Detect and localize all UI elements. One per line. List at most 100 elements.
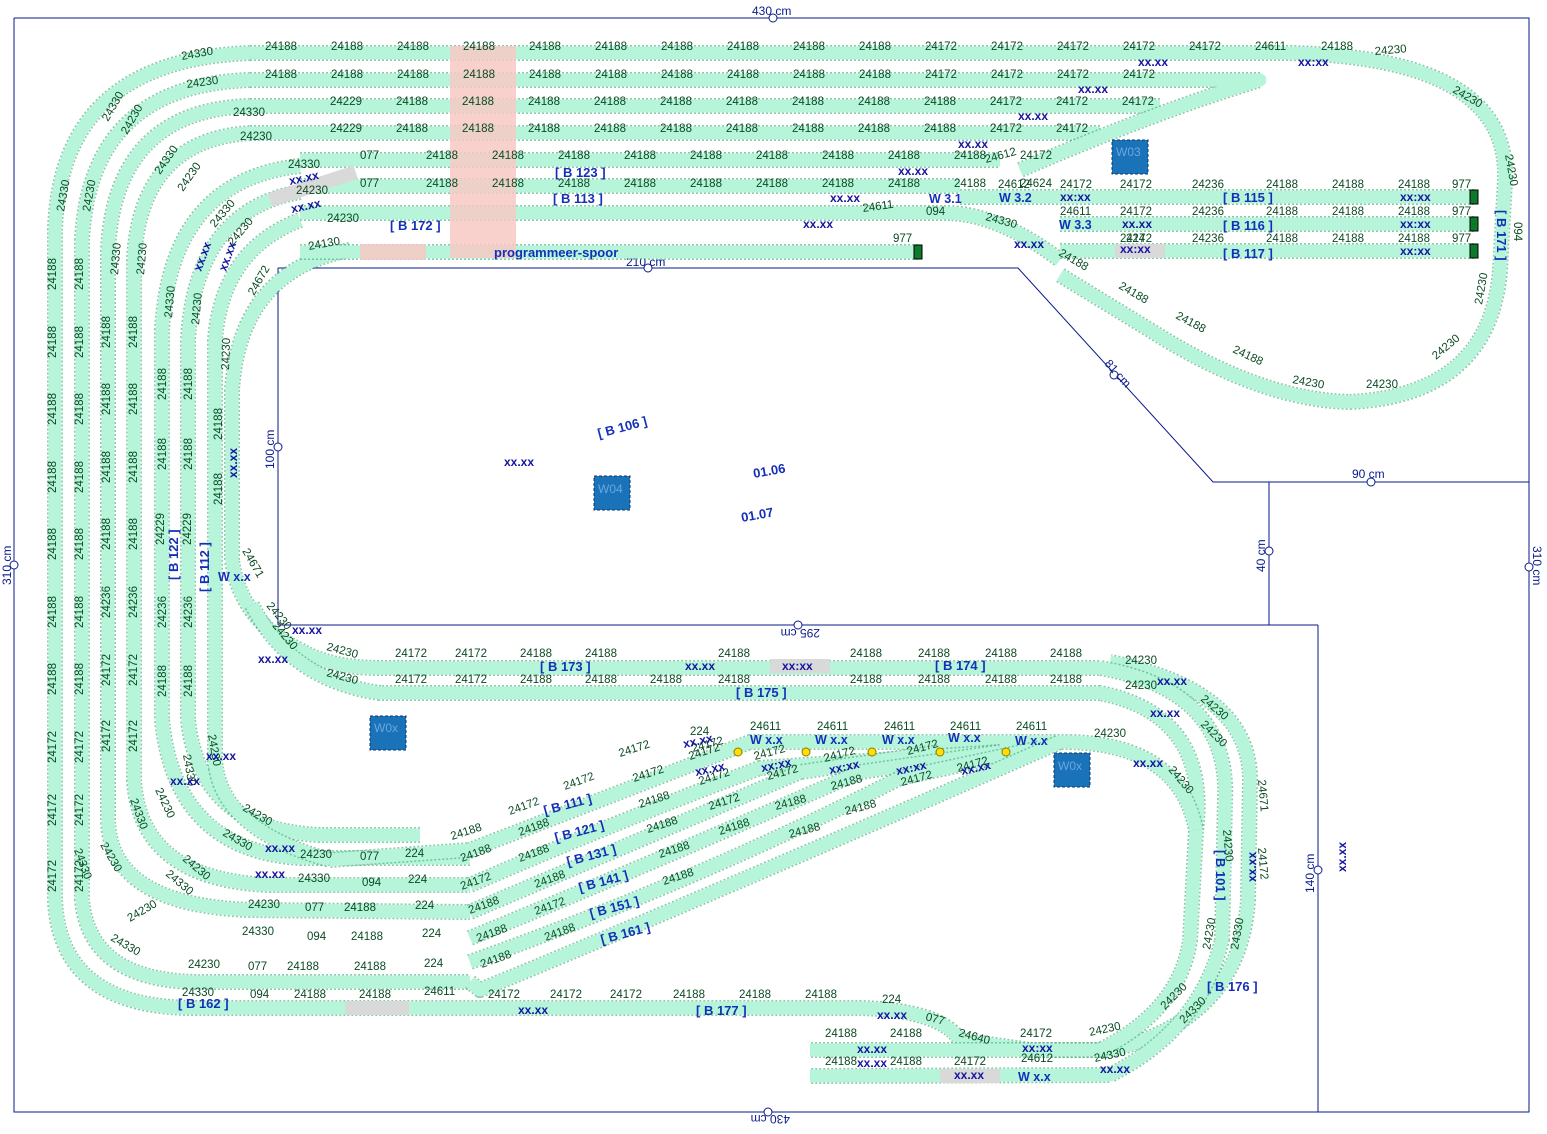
track-number: 24236: [183, 596, 195, 628]
num: 24230: [1094, 728, 1126, 740]
track-number: 24188: [47, 663, 59, 695]
track-number: 24172: [101, 654, 113, 686]
track-number: 24188: [74, 258, 86, 290]
track-number: 24188: [47, 393, 59, 425]
xx-marker: xx.xx: [1100, 1062, 1130, 1076]
dim-top: 430 cm: [752, 4, 791, 18]
occupied-segment: [360, 244, 426, 260]
track-number: 24188: [213, 473, 225, 505]
track-number: 24172: [1120, 233, 1152, 245]
xx-marker: xx:xx: [828, 757, 861, 777]
num: 24188: [1050, 648, 1082, 660]
track-number: 24188: [859, 41, 891, 53]
num: 24611: [817, 721, 848, 733]
num: 24230: [248, 899, 280, 911]
track-number: 24188: [792, 123, 824, 135]
block-b113: [ B 113 ]: [553, 191, 603, 206]
track-number: 24188: [726, 96, 758, 108]
num: 977: [893, 233, 912, 245]
num: 24230: [1125, 655, 1157, 667]
num: 24188: [739, 989, 771, 1001]
num: 24188: [585, 648, 617, 660]
track-number: 24172: [991, 69, 1023, 81]
track-number: 24172: [1123, 69, 1155, 81]
track-number: 24188: [792, 96, 824, 108]
track-number: 24188: [74, 326, 86, 358]
xx-marker: xx.xx: [1014, 237, 1044, 251]
track-outer-left-1: [48, 46, 1257, 1057]
track-number: 24188: [1398, 206, 1430, 218]
xx-marker: xx:xx: [1298, 55, 1329, 69]
block-b174: [ B 174 ]: [935, 658, 986, 673]
num: 077: [248, 961, 267, 973]
track-number: 24188: [101, 316, 113, 348]
num: 24611: [862, 199, 895, 215]
num: 24188: [520, 648, 552, 660]
track-inner-most: [225, 243, 1232, 1083]
block-b106: [ B 106 ]: [596, 413, 649, 441]
switch-wxx: W x.x: [750, 733, 783, 747]
track-left-5: [155, 159, 470, 865]
block-b122: [ B 122 ]: [166, 529, 181, 580]
left-column-numbers: 24188 24188 24188 24188 24188 24188 24188 24172…: [47, 258, 225, 892]
num: 224: [690, 726, 710, 738]
num: 24188: [359, 989, 391, 1001]
block-b115: [ B 115 ]: [1223, 190, 1273, 205]
track-number: 24229: [330, 123, 362, 135]
num: 077: [360, 851, 379, 863]
xx-marker: xx:xx: [1060, 190, 1091, 204]
xx-marker: xx.xx: [857, 1056, 887, 1070]
track-number: 24172: [990, 96, 1022, 108]
feedback-contact-dot: [867, 747, 877, 757]
num: 24188: [718, 648, 750, 660]
dim-right: 310 cm: [1530, 546, 1544, 585]
track-number: 24188: [1398, 179, 1430, 191]
track-number: 24188: [128, 451, 140, 483]
dim-notch-width: 90 cm: [1352, 467, 1385, 481]
dimension-node: [1109, 370, 1119, 380]
xx-marker: xx.xx: [288, 168, 321, 188]
signal-buffer-icon: [1469, 243, 1479, 259]
track-number: 24172: [128, 720, 140, 752]
track-number: 077: [360, 150, 379, 162]
num: 094: [1511, 222, 1523, 242]
xx-marker: xx.xx: [1018, 109, 1048, 123]
num: 24230: [205, 733, 222, 767]
num: 24229: [182, 513, 194, 545]
xx-marker: xx.xx: [898, 164, 928, 178]
track-number: 24188: [594, 96, 626, 108]
xx-marker: xx.xx: [258, 652, 288, 666]
track-number: 24188: [426, 150, 458, 162]
track-number: 24229: [330, 96, 362, 108]
track-number: 24188: [924, 96, 956, 108]
num: 24230: [296, 185, 328, 197]
track-number: 24188: [690, 150, 722, 162]
num: 24230: [186, 75, 219, 91]
num: 24172: [610, 989, 642, 1001]
track-number: 24188: [74, 461, 86, 493]
buffer-stops: [913, 189, 1479, 260]
block-b173: [ B 173 ]: [540, 659, 591, 674]
xx-marker: xx.xx: [518, 1003, 548, 1017]
num: 24230: [1220, 829, 1235, 862]
signal-buffer-icon: [1469, 189, 1479, 205]
track-number: 24172: [1020, 150, 1052, 162]
num: 24188: [805, 989, 837, 1001]
track-number: 24188: [74, 596, 86, 628]
num: 24671: [1255, 779, 1270, 812]
track-number: 24172: [47, 860, 59, 892]
dimension-nodes: [9, 13, 1534, 1117]
track-number: 24188: [888, 178, 920, 190]
track-number: 24188: [74, 663, 86, 695]
dim-inner-left: 100 cm: [263, 430, 277, 469]
xx-marker: xx.xx: [226, 448, 240, 478]
num: 24611: [950, 721, 981, 733]
signal-buffer-icon: [1469, 216, 1479, 232]
track-number: 24188: [529, 69, 561, 81]
xx-marker: xx:xx: [782, 659, 813, 673]
track-number: 24236: [1192, 179, 1224, 191]
feedback-contact-dot: [801, 747, 811, 757]
track-number: 24188: [128, 518, 140, 550]
